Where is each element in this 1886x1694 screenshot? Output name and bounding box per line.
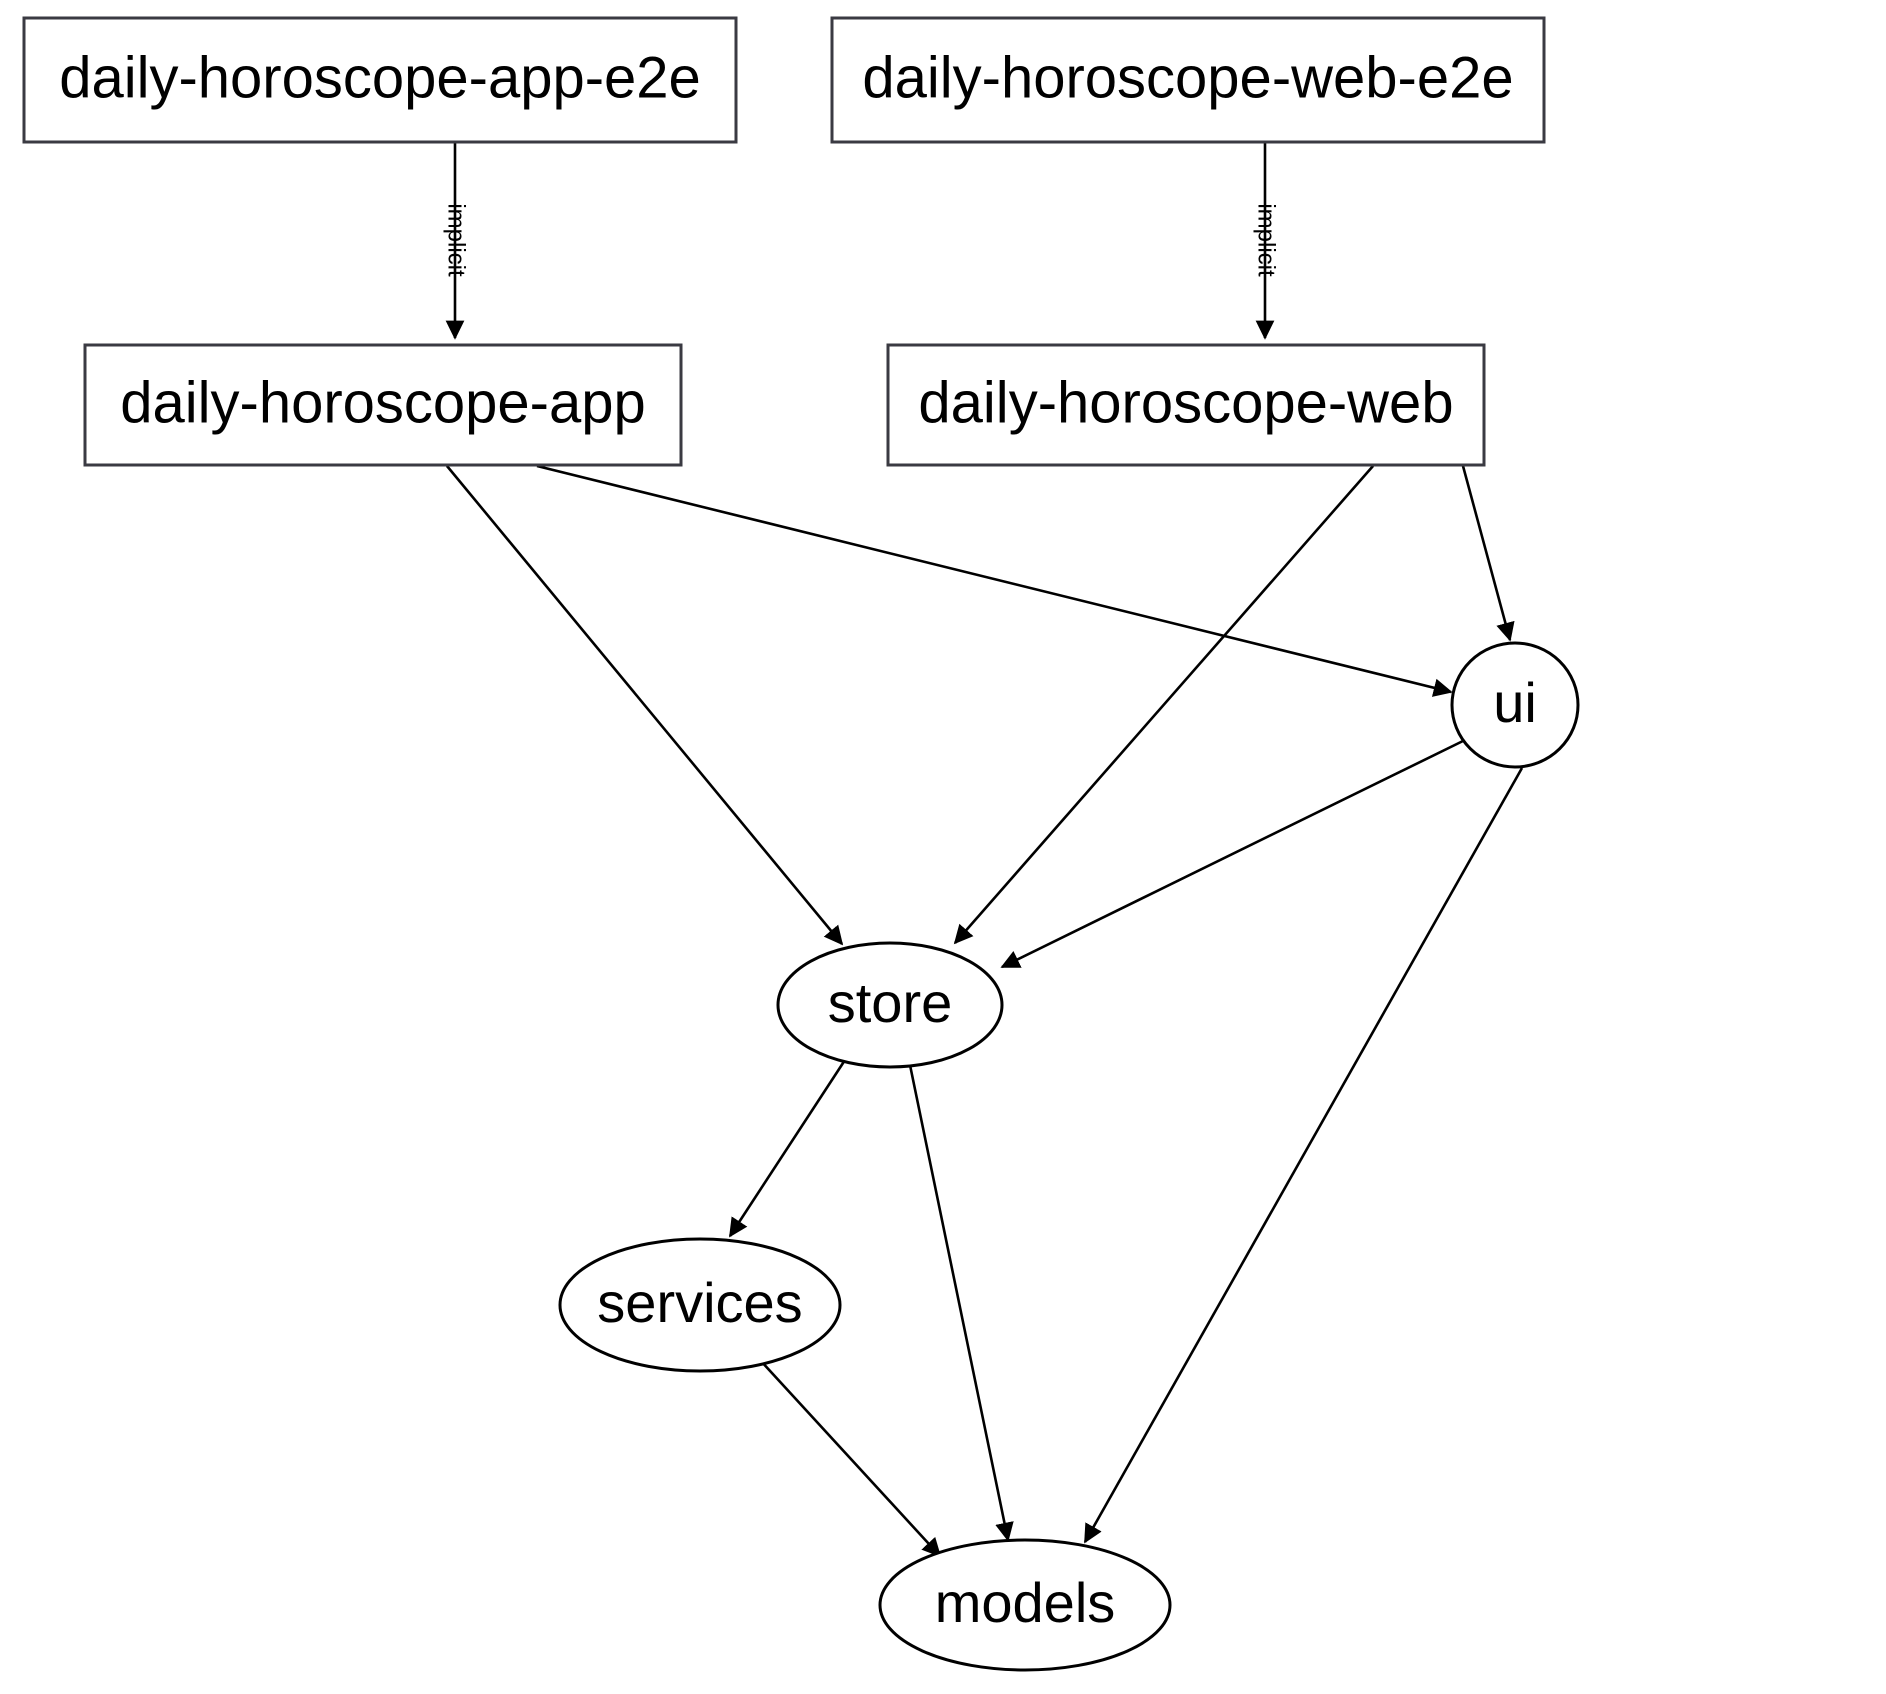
- node-label: store: [828, 971, 953, 1034]
- edge-label: implicit: [1253, 203, 1280, 277]
- node-label: daily-horoscope-web: [918, 370, 1453, 435]
- graph-node-app[interactable]: daily-horoscope-app: [83, 343, 683, 467]
- graph-edge[interactable]: [953, 465, 1374, 945]
- edge-line: [1461, 465, 1515, 642]
- edge-label: implicit: [443, 203, 470, 277]
- node-label: daily-horoscope-web-e2e: [862, 45, 1513, 110]
- graph-edge[interactable]: [908, 1064, 1014, 1542]
- graph-node-web-e2e[interactable]: daily-horoscope-web-e2e: [830, 16, 1546, 144]
- edge-line: [759, 1359, 942, 1558]
- graph-edge[interactable]: [1000, 738, 1466, 969]
- graph-edge[interactable]: [728, 1059, 847, 1238]
- node-shape-rect: [886, 343, 1486, 467]
- node-shape-ellipse: [1450, 641, 1580, 769]
- node-shape-rect: [830, 16, 1546, 144]
- edge-line: [1083, 767, 1524, 1544]
- node-shape-rect: [83, 343, 683, 467]
- node-label: ui: [1493, 671, 1537, 734]
- node-shape-ellipse: [776, 941, 1004, 1069]
- graph-edge[interactable]: [1461, 465, 1515, 642]
- graph-node-app-e2e[interactable]: daily-horoscope-app-e2e: [22, 16, 738, 144]
- graph-node-store[interactable]: store: [776, 941, 1004, 1069]
- graph-node-web[interactable]: daily-horoscope-web: [886, 343, 1486, 467]
- nodes-layer: daily-horoscope-app-e2e daily-horoscope-w…: [22, 16, 1580, 1672]
- graph-node-ui[interactable]: ui: [1450, 641, 1580, 769]
- edge-line: [536, 464, 1453, 697]
- edge-line: [908, 1064, 1014, 1542]
- edges-layer: implicit implicit: [443, 142, 1524, 1558]
- graph-edge[interactable]: [759, 1359, 942, 1558]
- edge-line: [953, 465, 1374, 945]
- node-shape-ellipse: [878, 1538, 1172, 1672]
- graph-edge[interactable]: [536, 464, 1453, 697]
- node-shape-rect: [22, 16, 738, 144]
- node-label: models: [935, 1571, 1116, 1634]
- graph-edge[interactable]: [445, 465, 844, 946]
- node-label: daily-horoscope-app-e2e: [59, 45, 701, 110]
- graph-node-services[interactable]: services: [558, 1237, 842, 1373]
- edge-line: [1000, 738, 1466, 969]
- edge-line: [445, 465, 844, 946]
- node-shape-ellipse: [558, 1237, 842, 1373]
- graph-edge[interactable]: implicit: [1253, 142, 1280, 340]
- graph-edge[interactable]: [1083, 767, 1524, 1544]
- node-label: services: [597, 1271, 802, 1334]
- graph-edge[interactable]: implicit: [443, 142, 470, 340]
- edge-line: [728, 1059, 847, 1238]
- graph-node-models[interactable]: models: [878, 1538, 1172, 1672]
- node-label: daily-horoscope-app: [120, 370, 646, 435]
